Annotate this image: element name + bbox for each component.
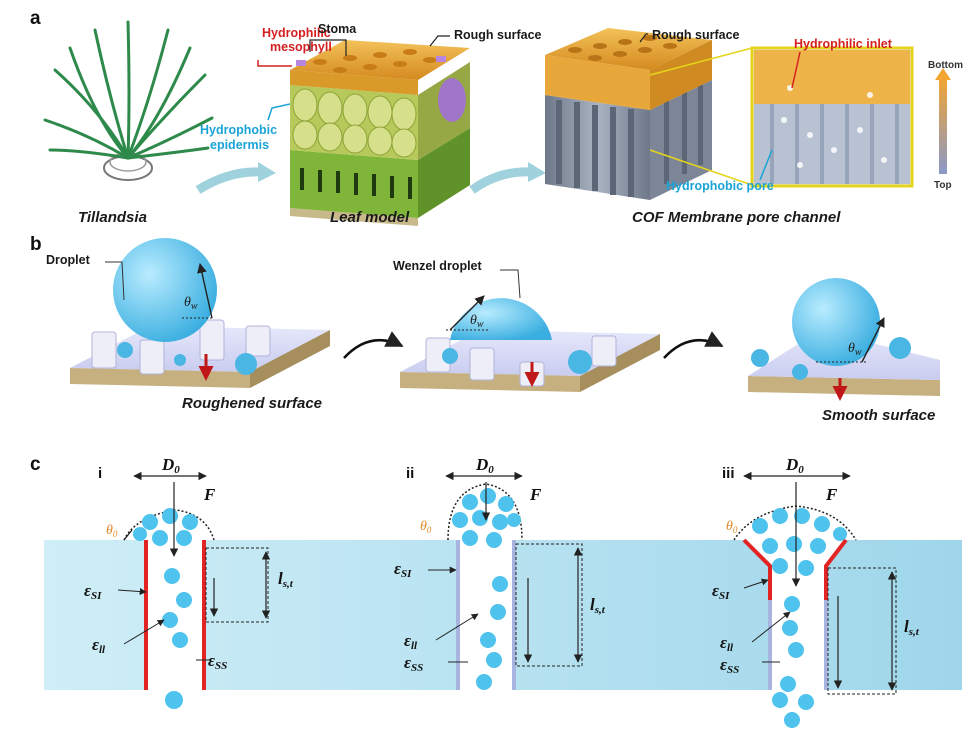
panel-a-label: a [30, 8, 41, 29]
label-roman-ii: ii [406, 465, 414, 482]
label-rough-surface-cof: Rough surface [652, 28, 740, 42]
smooth-surface-plate [748, 278, 940, 396]
f-label-i: F [203, 485, 216, 504]
caption-cof-membrane: COF Membrane pore channel [632, 209, 841, 226]
angle-tick-i [123, 529, 133, 541]
pore-iii [733, 505, 857, 728]
wenzel-surface-plate [400, 298, 660, 392]
label-hydrophobic-pore: Hydrophobic pore [666, 179, 774, 193]
arrow-head-icon-2 [528, 162, 546, 182]
theta-w-1: θw [184, 295, 198, 312]
eps-ll-arrow-iii [751, 611, 791, 643]
label-hydrophilic-mesophyll-2: mesophyll [270, 40, 332, 54]
caption-roughened-surface: Roughened surface [182, 395, 322, 412]
caption-tillandsia: Tillandsia [78, 209, 147, 226]
arrow-leaf-to-cof [469, 167, 533, 194]
eps-ll-ii: εll [404, 631, 418, 652]
pore-zoom-inset [750, 46, 914, 188]
contact-angle-arrow-3 [861, 317, 885, 363]
contact-angle-arrow-2 [449, 295, 485, 331]
f-label-ii: F [529, 485, 542, 504]
theta0-label-i: θ0 [106, 523, 118, 539]
leader-droplet [105, 261, 125, 301]
eps-ll-i: εll [92, 635, 106, 656]
leader-wenzel [500, 269, 521, 299]
theta-w-3: θw [848, 341, 862, 358]
label-hydrophobic-epidermis-2: epidermis [210, 138, 269, 152]
pore-ii [447, 483, 523, 690]
leader-epidermis [267, 103, 291, 121]
leader-rough-leaf [429, 35, 450, 47]
lst-label-iii: ls,t [904, 617, 920, 638]
eps-si-ii: εSI [394, 559, 412, 580]
f-label-iii: F [825, 485, 838, 504]
panel-c-label: c [30, 454, 41, 475]
eps-si-arrow-iii [743, 578, 769, 589]
caption-leaf-model: Leaf model [330, 209, 410, 226]
arrow-head-icon [258, 162, 276, 182]
label-roman-i: i [98, 465, 102, 482]
eps-ss-iii: εSS [720, 655, 739, 676]
leader-pore [759, 149, 773, 181]
caption-smooth-surface: Smooth surface [822, 407, 935, 424]
label-stoma: Stoma [318, 22, 357, 36]
tillandsia-plant-illustration [43, 20, 214, 181]
contact-angle-arrow-1 [197, 263, 213, 319]
zoom-line-top [649, 47, 753, 76]
eps-ll-arrow-i [123, 619, 165, 645]
d0-label-iii: D0 [785, 455, 804, 476]
eps-si-arrow-i [117, 588, 147, 596]
leader-stoma [309, 39, 347, 56]
eps-ll-iii: εll [720, 633, 734, 654]
leader-rough-cof [639, 33, 648, 43]
label-bottom: Bottom [928, 60, 963, 71]
eps-si-i: εSI [84, 581, 102, 602]
lst-box-i [205, 547, 269, 623]
label-droplet: Droplet [46, 253, 91, 267]
eps-ll-arrow-ii [435, 613, 479, 641]
d0-label-ii: D0 [475, 455, 494, 476]
gradient-scale-bar [939, 76, 947, 174]
label-rough-surface-leaf: Rough surface [454, 28, 542, 42]
label-top: Top [934, 180, 952, 191]
leader-inlet [791, 51, 801, 89]
label-hydrophilic-mesophyll-1: Hydrophilic [262, 26, 331, 40]
zoom-line-bottom [649, 149, 753, 186]
label-hydrophilic-inlet: Hydrophilic inlet [794, 37, 893, 51]
theta0-label-ii: θ0 [420, 519, 432, 535]
lst-label-i: ls,t [278, 569, 294, 590]
label-roman-iii: iii [722, 465, 735, 482]
eps-ss-ii: εSS [404, 653, 423, 674]
roughened-surface-plate [70, 238, 330, 388]
transition-arrow-b2 [663, 331, 724, 359]
transition-arrow-b1 [343, 331, 404, 359]
eps-ss-i: εSS [208, 651, 227, 672]
eps-si-iii: εSI [712, 581, 730, 602]
leaf-model-illustration [290, 40, 470, 226]
theta-w-2: θw [470, 313, 484, 330]
pore-i [123, 508, 215, 709]
leader-mesophyll [257, 60, 292, 67]
arrow-plant-to-leaf [195, 167, 263, 194]
lst-label-ii: ls,t [590, 595, 606, 616]
d0-label-i: D0 [161, 455, 180, 476]
scale-arrow-up-icon [935, 68, 951, 80]
theta0-label-iii: θ0 [726, 519, 738, 535]
label-wenzel-droplet: Wenzel droplet [393, 259, 483, 273]
panel-b-label: b [30, 234, 42, 255]
cof-membrane-illustration [545, 28, 712, 200]
label-hydrophobic-epidermis-1: Hydrophobic [200, 123, 277, 137]
